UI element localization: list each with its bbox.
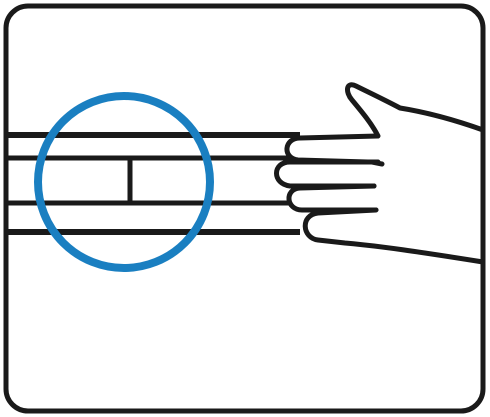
highlight-circle-icon [34, 92, 214, 272]
finger-1 [274, 159, 381, 189]
finger-2 [286, 183, 379, 213]
frame-border [3, 3, 486, 414]
hand-icon [274, 82, 486, 265]
knuckle-line-1 [369, 159, 385, 167]
finger-3 [302, 207, 486, 265]
hand-outline [284, 82, 486, 165]
